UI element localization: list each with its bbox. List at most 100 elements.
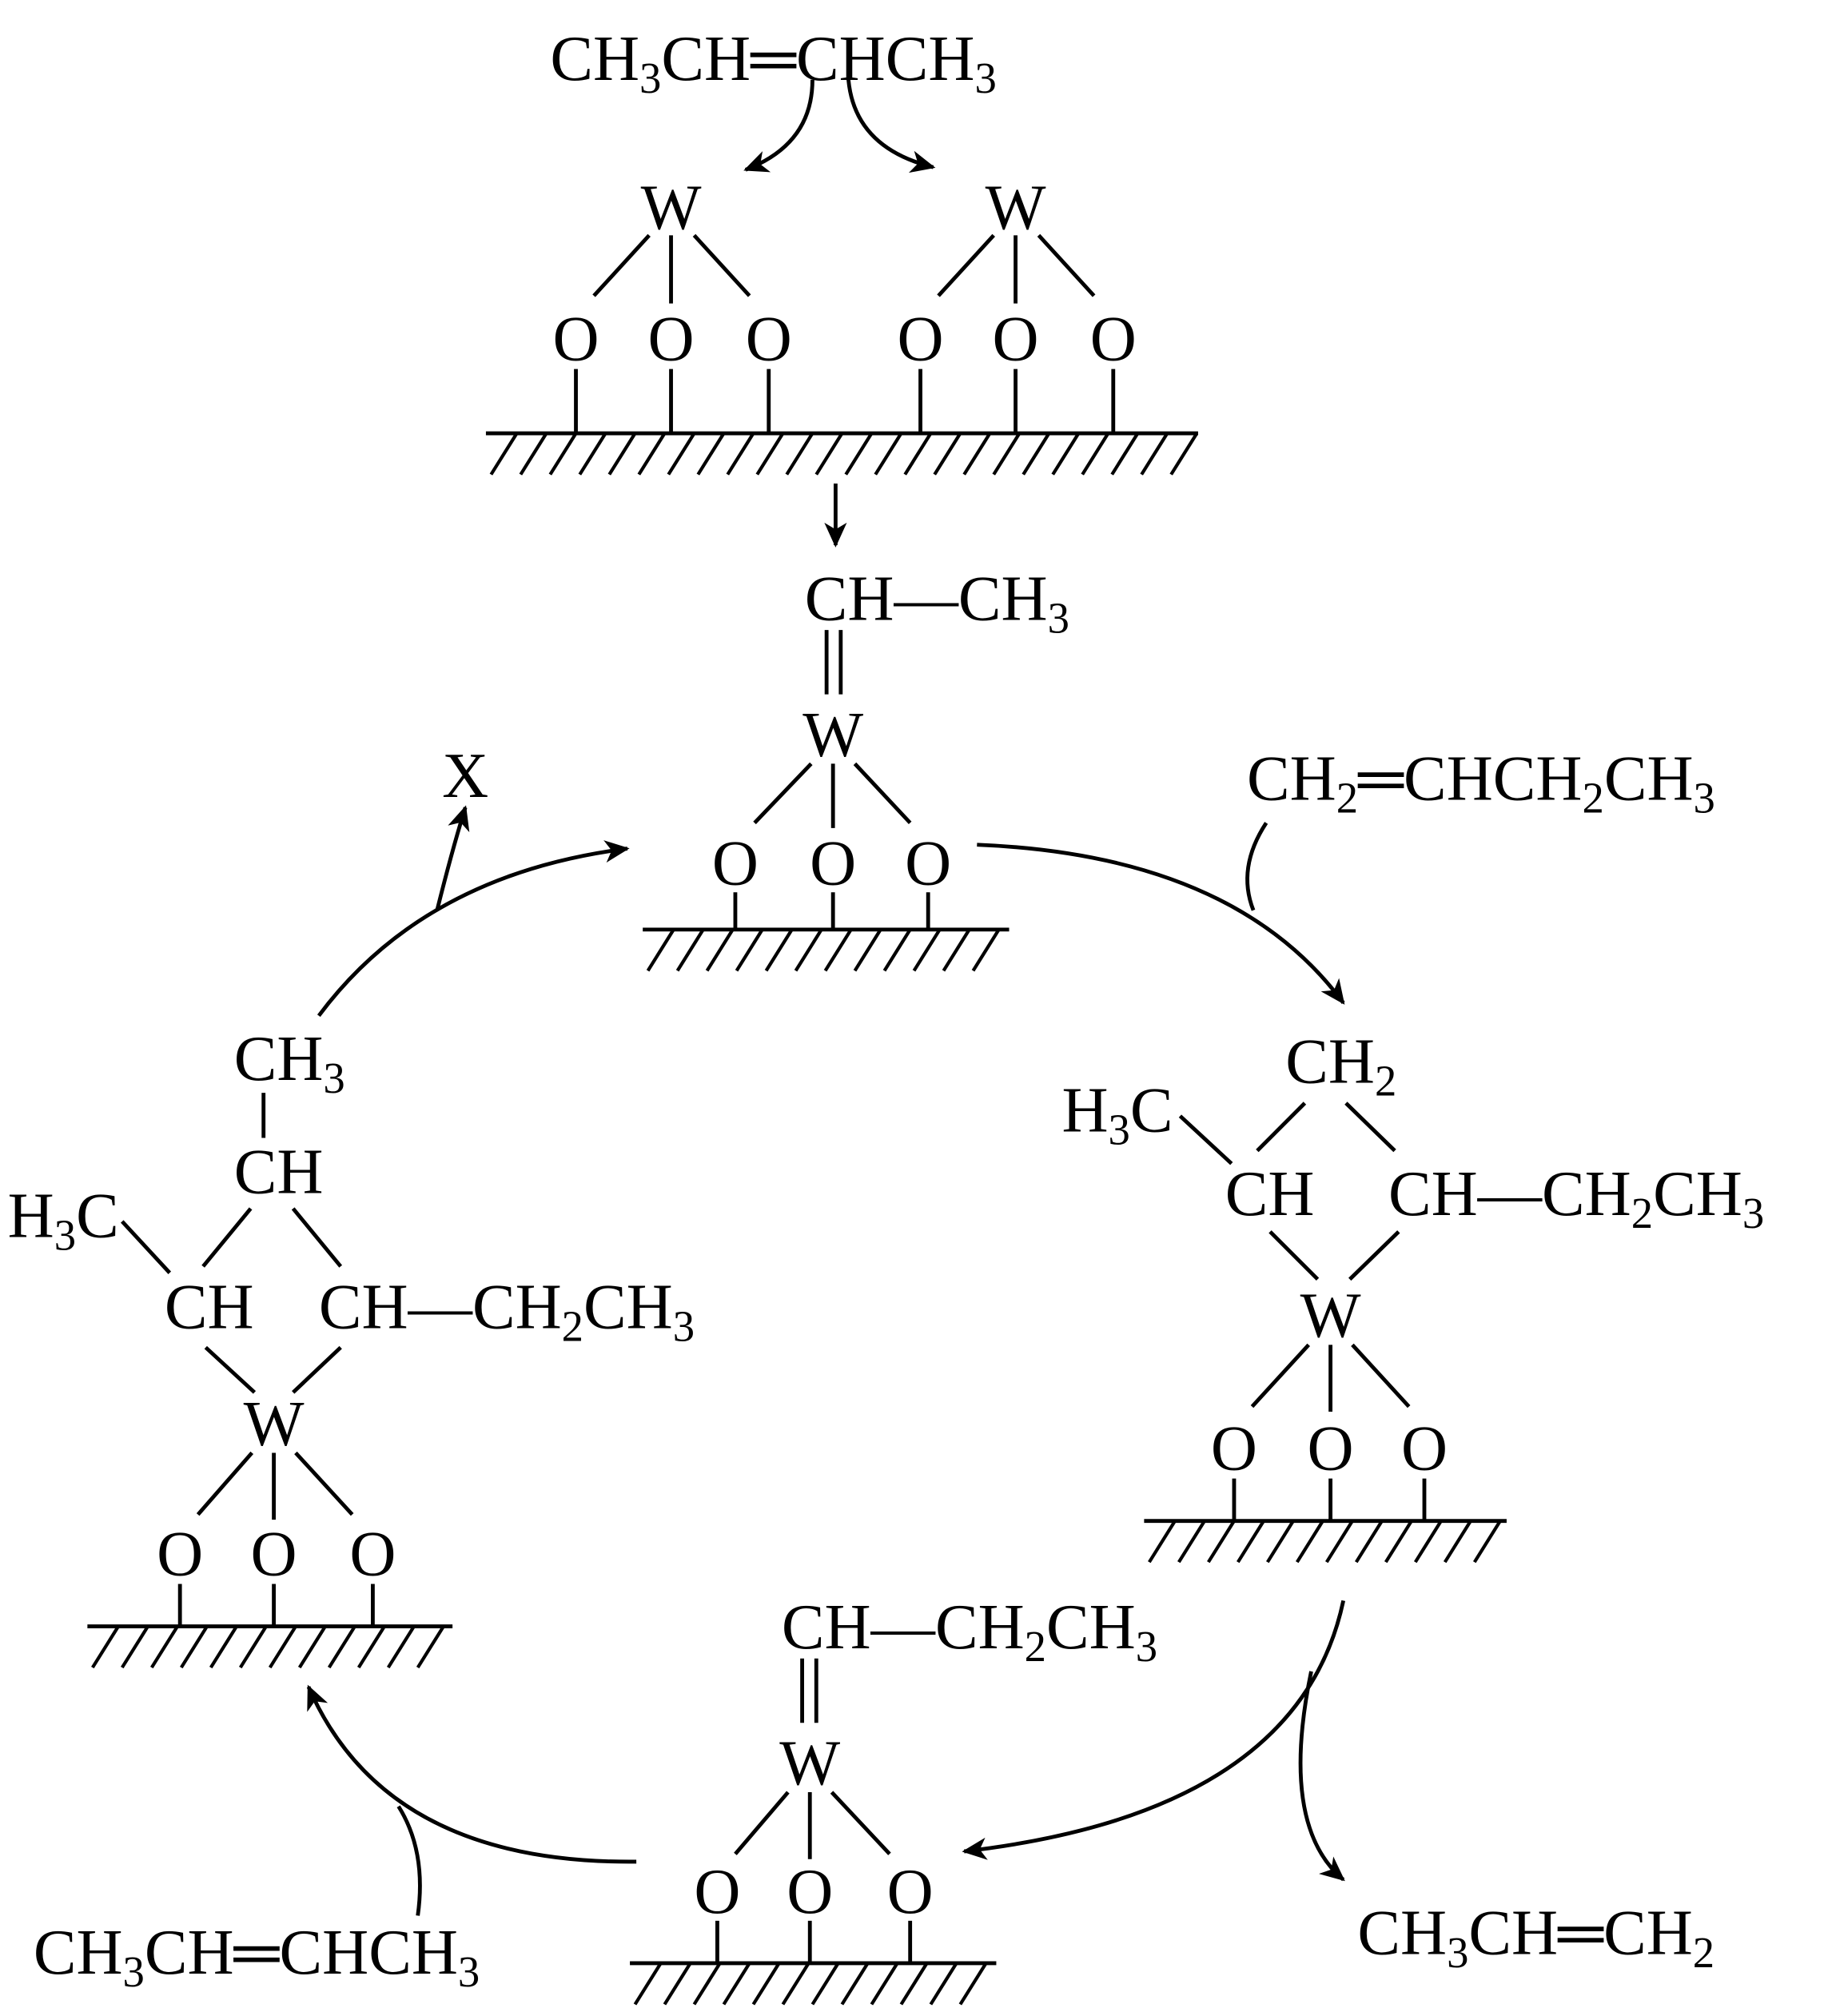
cycle-arrow-left-to-top [317, 840, 630, 1018]
surface-hatch [209, 1625, 238, 1669]
surface-hatch [705, 928, 735, 972]
support-surface [643, 927, 1010, 972]
o-atom: O [647, 303, 694, 374]
o-atom: O [1211, 1412, 1257, 1484]
o-atom: O [1308, 1412, 1354, 1484]
carbene-2-formula: CH—CH2CH3 [782, 1592, 1157, 1671]
surface-hatch [1324, 1520, 1354, 1564]
surface-hatch [1472, 1520, 1502, 1564]
ring-top: CH [234, 1137, 324, 1208]
surface-hatch [874, 432, 903, 476]
surface-hatch [416, 1625, 445, 1669]
surface-hatch [899, 1962, 929, 2006]
o-atom: O [905, 828, 951, 899]
surface-hatch [1266, 1520, 1295, 1564]
surface-hatch [607, 432, 637, 476]
surface-hatch [297, 1625, 327, 1669]
surface-hatch [1140, 432, 1169, 476]
surface-hatch [692, 1962, 722, 2006]
surface-hatch [1237, 1520, 1265, 1564]
surface-hatch [933, 432, 962, 476]
surface-hatch [962, 432, 992, 476]
surface-hatch [785, 432, 814, 476]
cycle-arrow-right-to-bottom [962, 1600, 1346, 1860]
o-atom: O [746, 303, 792, 374]
cycle-arrow-bottom-to-left [306, 1684, 637, 1864]
surface-hatch [781, 1962, 810, 2006]
surface-hatch [489, 432, 519, 476]
left-metallacycle: CH3 CH H3C CH CH—CH2CH3 W O O O [8, 1023, 695, 1627]
adsorption-arrow-left [743, 79, 814, 173]
ring-top-substituent: CH3 [234, 1023, 345, 1102]
surface-hatch [1081, 432, 1110, 476]
surface-hatch [735, 928, 764, 972]
surface-hatch [1354, 1520, 1384, 1564]
surface-hatch [992, 432, 1022, 476]
surface-hatch [150, 1625, 179, 1669]
surface-hatch [764, 928, 794, 972]
surface-hatch [548, 432, 578, 476]
surface-hatch [912, 928, 942, 972]
o-atom: O [251, 1518, 297, 1589]
w-atom: W [244, 1388, 305, 1460]
surface-hatch [121, 1625, 149, 1669]
surface-hatch [1384, 1520, 1413, 1564]
surface-hatch [675, 928, 705, 972]
o-atom: O [1401, 1412, 1448, 1484]
surface-hatch [1443, 1520, 1472, 1564]
surface-hatch [386, 1625, 416, 1669]
reactant-3-join [396, 1805, 422, 1916]
surface-hatch [958, 1962, 988, 2006]
ring-left: CH [165, 1271, 254, 1342]
surface-hatch [814, 432, 844, 476]
surface-hatch [882, 928, 912, 972]
ring-left-substituent: H3C [8, 1180, 119, 1259]
surface-hatch [1022, 432, 1051, 476]
o-atom: O [898, 303, 944, 374]
w-atom: W [1300, 1281, 1361, 1352]
surface-hatch [751, 1962, 781, 2006]
w-site-top-left: W O O O [552, 172, 792, 434]
surface-hatch [238, 1625, 268, 1669]
w-atom: W [641, 172, 702, 243]
ring-top: CH2 [1285, 1026, 1396, 1105]
surface-hatch [646, 928, 675, 972]
surface-hatch [1169, 432, 1199, 476]
ring-right: CH—CH2CH3 [319, 1271, 695, 1350]
start-reactant-formula: CH3CH═CHCH3 [550, 23, 996, 102]
carbene-1-formula: CH—CH3 [805, 563, 1069, 642]
o-atom: O [993, 303, 1039, 374]
support-surface [485, 431, 1199, 476]
surface-hatch [1148, 1520, 1177, 1564]
surface-hatch [268, 1625, 297, 1669]
surface-hatch [810, 1962, 840, 2006]
surface-hatch [823, 928, 853, 972]
w-site-carbene-1: W O O O [712, 699, 951, 930]
release-propene-arrow [1298, 1671, 1345, 1882]
o-atom: O [810, 828, 856, 899]
surface-hatch [844, 432, 874, 476]
o-atom: O [157, 1518, 203, 1589]
ring-right: CH—CH2CH3 [1388, 1158, 1764, 1237]
w-atom: W [802, 699, 863, 771]
surface-hatch [633, 1962, 663, 2006]
surface-hatch [1177, 1520, 1206, 1564]
o-atom: O [1090, 303, 1137, 374]
surface-hatch [971, 928, 1001, 972]
o-atom: O [694, 1856, 740, 1927]
cycle-arrow-top-to-right [977, 843, 1345, 1005]
surface-hatch [1207, 1520, 1236, 1564]
product-x-label: X [442, 740, 488, 811]
surface-hatch [1110, 432, 1140, 476]
o-atom: O [712, 828, 759, 899]
support-surface [630, 1961, 997, 2006]
surface-hatch [1295, 1520, 1324, 1564]
reactant-2-formula: CH2═CHCH2CH3 [1247, 743, 1715, 822]
right-metallacycle: CH2 H3C CH CH—CH2CH3 W O O O [1061, 1026, 1764, 1521]
surface-hatch [870, 1962, 899, 2006]
surface-hatch [356, 1625, 386, 1669]
surface-hatch [1051, 432, 1081, 476]
surface-hatch [663, 1962, 692, 2006]
surface-hatch [578, 432, 607, 476]
surface-hatch [903, 432, 933, 476]
